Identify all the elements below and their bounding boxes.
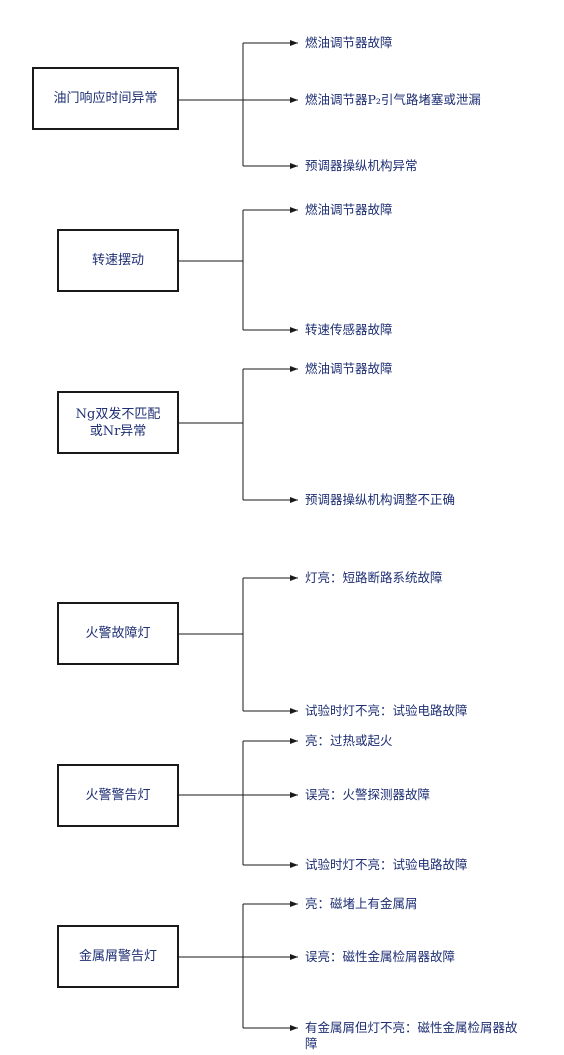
fault-item: 有金属屑但灯不亮：磁性金属检屑器故障 <box>305 1020 518 1051</box>
fault-item: 燃油调节器故障 <box>305 361 393 376</box>
cause-label: 转速摆动 <box>91 253 144 268</box>
cause-box-ng-mismatch: Ng双发不匹配 或Nr异常 <box>57 391 179 454</box>
fault-item: 亮：过热或起火 <box>305 733 393 748</box>
cause-box-fire-warning-light: 火警警告灯 <box>57 764 179 827</box>
fault-item: 试验时灯不亮：试验电路故障 <box>305 857 468 872</box>
fault-item: 燃油调节器P₂引气路堵塞或泄漏 <box>305 92 481 107</box>
cause-label: 火警警告灯 <box>85 788 151 803</box>
fault-item: 预调器操纵机构调整不正确 <box>305 492 456 507</box>
cause-box-speed-swing: 转速摆动 <box>57 229 179 292</box>
cause-label-line1: Ng双发不匹配 <box>75 406 161 422</box>
cause-label-line2: 或Nr异常 <box>89 423 147 439</box>
fault-item: 燃油调节器故障 <box>305 202 393 217</box>
cause-box-fire-fault-light: 火警故障灯 <box>57 602 179 665</box>
fault-item: 误亮：磁性金属检屑器故障 <box>305 949 456 964</box>
cause-label: 金属屑警告灯 <box>78 949 157 964</box>
cause-box-metal-chip-light: 金属屑警告灯 <box>57 925 179 988</box>
cause-label: 火警故障灯 <box>85 626 151 641</box>
fault-item: 亮：磁堵上有金属屑 <box>305 896 418 911</box>
fault-item: 误亮：火警探测器故障 <box>305 787 431 802</box>
fault-item: 灯亮：短路断路系统故障 <box>305 570 443 585</box>
fault-item: 转速传感器故障 <box>305 322 393 337</box>
fault-item: 燃油调节器故障 <box>305 35 393 50</box>
cause-box-throttle-response: 油门响应时间异常 <box>32 67 179 130</box>
cause-label: 油门响应时间异常 <box>53 91 158 106</box>
fault-item: 试验时灯不亮：试验电路故障 <box>305 703 468 718</box>
fault-item: 预调器操纵机构异常 <box>305 158 418 173</box>
